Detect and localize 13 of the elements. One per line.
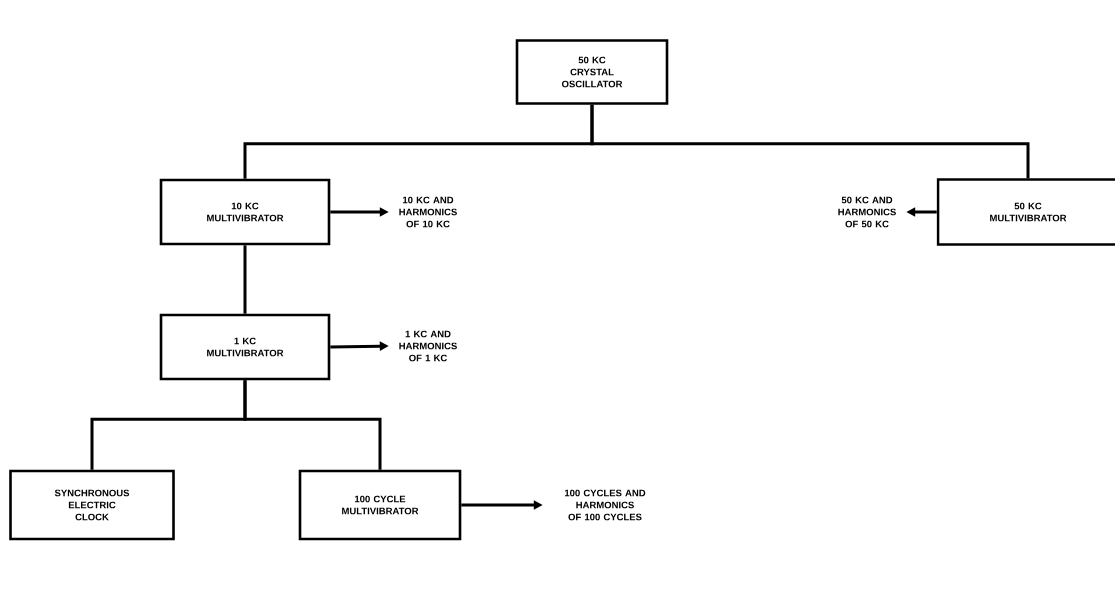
block-box: 50 KC CRYSTAL OSCILLATOR xyxy=(515,39,669,105)
block-box: SYNCHRONOUS ELECTRIC CLOCK xyxy=(9,469,175,541)
output-label: 10 KC AND HARMONICS OF 10 KC xyxy=(399,196,457,228)
output-label: 100 CYCLES AND HARMONICS OF 100 CYCLES xyxy=(564,489,646,521)
connector-line xyxy=(590,104,1030,179)
block-box: 50 KC MULTIVIBRATOR xyxy=(936,178,1115,246)
block-box: 1 KC MULTIVIBRATOR xyxy=(159,313,331,381)
connector-line xyxy=(243,380,382,470)
output-label: 1 KC AND HARMONICS OF 1 KC xyxy=(399,330,457,362)
output-label: 50 KC AND HARMONICS OF 50 KC xyxy=(838,196,896,228)
block-box: 100 CYCLE MULTIVIBRATOR xyxy=(298,469,462,541)
connector-line xyxy=(243,245,247,314)
block-box: 10 KC MULTIVIBRATOR xyxy=(159,178,331,246)
